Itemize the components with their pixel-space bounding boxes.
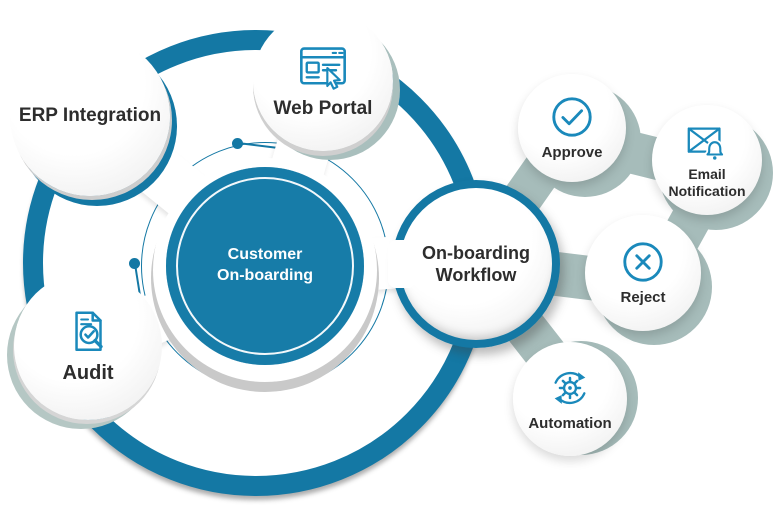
gear-sync-icon (547, 365, 593, 411)
node-erp-integration: ERP Integration (10, 36, 170, 196)
reject-label: Reject (620, 288, 666, 306)
node-approve: Approve (518, 74, 626, 182)
audit-document-magnifier-icon (63, 307, 113, 357)
workflow-label-line2: Workflow (435, 265, 517, 285)
check-circle-icon (549, 94, 595, 140)
email-label-line1: Email (688, 165, 726, 182)
neck-workflow-ring-cut (388, 240, 416, 288)
center-label-line1: Customer (227, 246, 303, 264)
workflow-label-line1: On-boarding (422, 242, 530, 263)
connector-dot-top (232, 138, 243, 149)
erp-label: ERP Integration (18, 105, 162, 127)
node-reject: Reject (585, 215, 701, 331)
approve-label: Approve (541, 143, 603, 161)
node-email-notification: Email Notification (652, 105, 762, 215)
center-label-line2: On-boarding (217, 267, 313, 284)
connector-dot-left (129, 258, 140, 269)
x-circle-icon (620, 239, 666, 285)
email-label-line2: Notification (668, 183, 746, 199)
node-automation: Automation (513, 342, 627, 456)
automation-label: Automation (528, 414, 612, 432)
envelope-bell-icon (684, 120, 730, 166)
web-portal-label: Web Portal (273, 98, 373, 120)
node-customer-onboarding: Customer On-boarding (166, 167, 364, 365)
audit-label: Audit (62, 361, 114, 384)
node-web-portal: Web Portal (253, 11, 393, 151)
browser-cursor-icon (297, 41, 349, 93)
node-audit: Audit (14, 272, 162, 420)
node-onboarding-workflow: On-boarding Workflow (392, 180, 560, 348)
